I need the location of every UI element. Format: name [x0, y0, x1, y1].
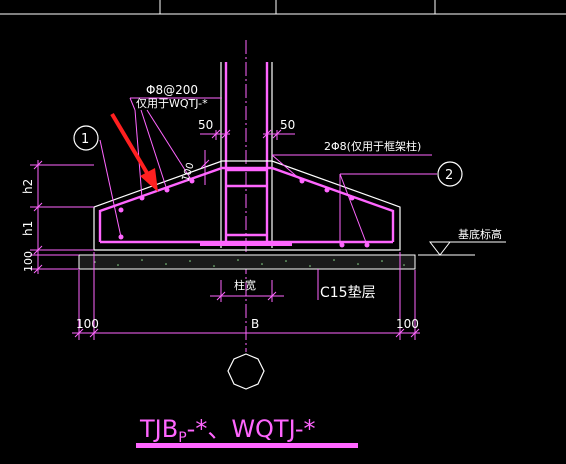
red-arrow-icon	[110, 112, 158, 192]
cushion-hatch	[94, 259, 405, 267]
column-width-label: 柱宽	[234, 278, 256, 292]
callout-2-label: 2	[445, 168, 453, 183]
cushion-label: C15垫层	[320, 285, 376, 301]
left-dimension-chain	[30, 160, 94, 274]
dim-50-left-label: 50	[198, 118, 213, 132]
column-rebars	[224, 62, 269, 244]
base-elevation-label: 基底标高	[458, 227, 502, 241]
drawing-title: TJBP-*、WQTJ-*	[139, 415, 315, 446]
rebar-leaders	[99, 97, 437, 246]
cushion-layer	[78, 254, 416, 270]
top-frame	[0, 0, 566, 15]
dim-50-right-label: 50	[280, 118, 295, 132]
rebar-note-label: 仅用于WQTJ-*	[136, 97, 208, 110]
h2-label: h2	[21, 179, 35, 194]
callout-2-circle	[437, 161, 463, 187]
title-underline	[136, 443, 358, 448]
top-dimension-50	[200, 126, 295, 140]
slope-100-label: 100	[180, 161, 196, 183]
column-base-bar	[200, 241, 292, 246]
h1-label: h1	[21, 221, 35, 236]
column-width-dimension	[210, 280, 284, 302]
bottom-dimension-chain	[72, 252, 420, 340]
dim-100-right-label: 100	[396, 317, 419, 331]
dim-100-bottom-label: 100	[22, 251, 35, 272]
frame-rebar-label: 2Φ8(仅用于框架柱)	[324, 139, 421, 153]
slope-dimension-100	[200, 150, 210, 185]
axis-bubble	[227, 353, 265, 390]
base-elevation-symbol	[418, 241, 506, 256]
dim-100-left-label: 100	[76, 317, 99, 331]
callout-1-label: 1	[81, 132, 89, 147]
callout-1-circle	[73, 125, 99, 151]
width-b-label: B	[251, 317, 259, 331]
rebar-spacing-label: Φ8@200	[146, 83, 198, 97]
